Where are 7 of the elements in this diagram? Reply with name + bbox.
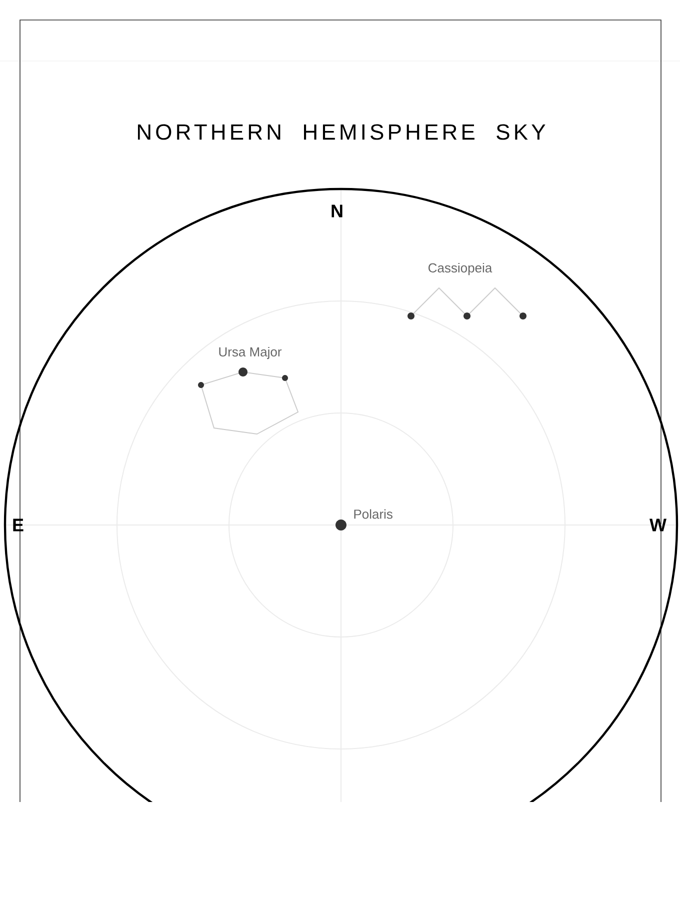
- chart-title: NORTHERN HEMISPHERE SKY: [138, 124, 546, 140]
- compass-label: W: [650, 518, 666, 532]
- compass-label: E: [13, 518, 24, 532]
- constellation-label: Cassiopeia: [428, 262, 492, 276]
- constellation-label: Ursa Major: [219, 346, 282, 360]
- star-label: Polaris: [354, 509, 392, 519]
- compass-label: N: [332, 204, 342, 218]
